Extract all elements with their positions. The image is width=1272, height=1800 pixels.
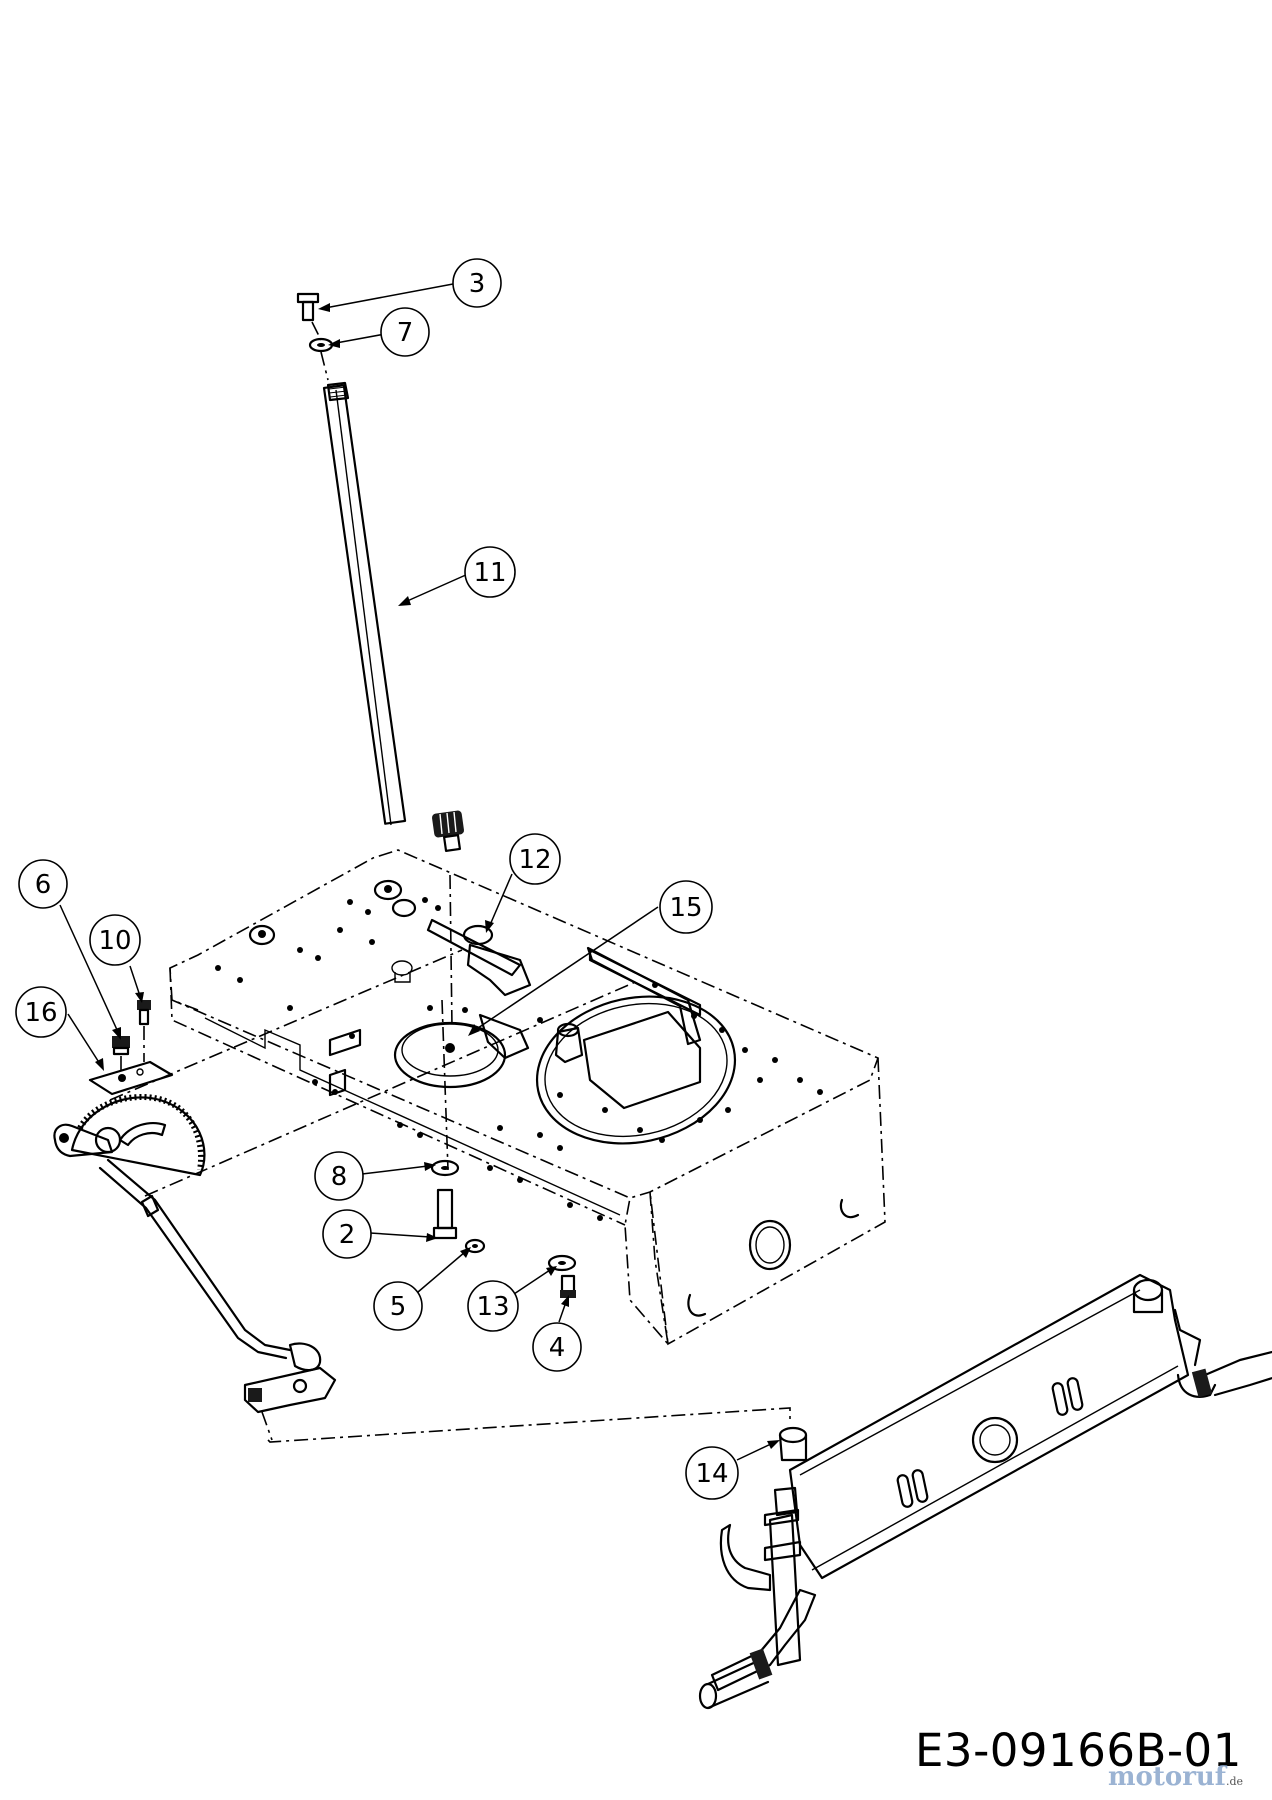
drawing-code: E3-09166B-01 (915, 1724, 1242, 1777)
svg-text:12: 12 (518, 845, 551, 875)
steering-shaft (322, 381, 465, 853)
svg-text:13: 13 (476, 1292, 509, 1322)
svg-text:3: 3 (469, 269, 486, 299)
svg-text:16: 16 (24, 998, 57, 1028)
svg-text:8: 8 (331, 1162, 348, 1192)
callout-11: 11 (464, 546, 516, 598)
callout-2: 2 (322, 1209, 372, 1259)
callout-14: 14 (685, 1446, 739, 1500)
callout-3: 3 (452, 258, 502, 308)
washer-8 (430, 1159, 460, 1177)
svg-text:4: 4 (549, 1333, 566, 1363)
tractor-frame (169, 849, 886, 1347)
callout-10: 10 (89, 914, 141, 966)
washer-13 (547, 1254, 577, 1272)
bolt-2 (432, 1188, 458, 1240)
callout-6: 6 (18, 859, 68, 909)
svg-text:10: 10 (98, 926, 131, 956)
svg-text:2: 2 (339, 1220, 356, 1250)
svg-text:6: 6 (35, 870, 52, 900)
callout-4: 4 (532, 1322, 582, 1372)
nut-5 (464, 1238, 486, 1254)
svg-text:5: 5 (390, 1292, 407, 1322)
callout-13: 13 (467, 1280, 519, 1332)
bolt-3 (296, 292, 320, 322)
front-axle (698, 1273, 1272, 1710)
leader-lines (59, 283, 780, 1461)
callout-16: 16 (15, 986, 67, 1038)
svg-text:11: 11 (473, 558, 506, 588)
callout-15: 15 (659, 880, 713, 934)
svg-text:7: 7 (397, 318, 414, 348)
callout-8: 8 (314, 1151, 364, 1201)
watermark-logo: motoruf.de (1108, 1762, 1243, 1792)
watermark-brand: motoruf (1108, 1762, 1226, 1792)
watermark-suffix: .de (1226, 1775, 1244, 1788)
svg-text:14: 14 (695, 1459, 728, 1489)
callout-5: 5 (373, 1281, 423, 1331)
svg-text:15: 15 (669, 893, 702, 923)
steering-sector-gear (53, 1000, 337, 1441)
bolt-4 (560, 1274, 576, 1298)
callout-12: 12 (509, 833, 561, 885)
callout-7: 7 (380, 307, 430, 357)
